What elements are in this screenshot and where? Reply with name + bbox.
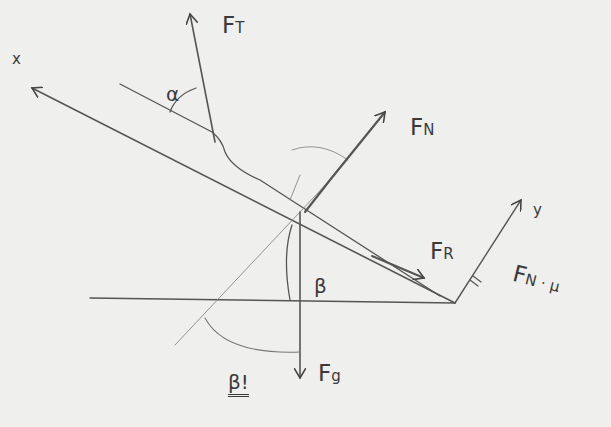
force-label: Fg <box>318 362 341 385</box>
axis-label: x <box>12 52 21 67</box>
angle-label: β <box>314 276 327 296</box>
angle-note: β! <box>228 372 249 397</box>
axis-label: y <box>533 203 542 218</box>
force-label: FN <box>410 116 434 139</box>
force-label: FT <box>222 14 244 37</box>
angle-label: α <box>166 84 179 104</box>
force-label: FR <box>430 240 454 263</box>
friction-label: FN · μ <box>510 262 562 296</box>
